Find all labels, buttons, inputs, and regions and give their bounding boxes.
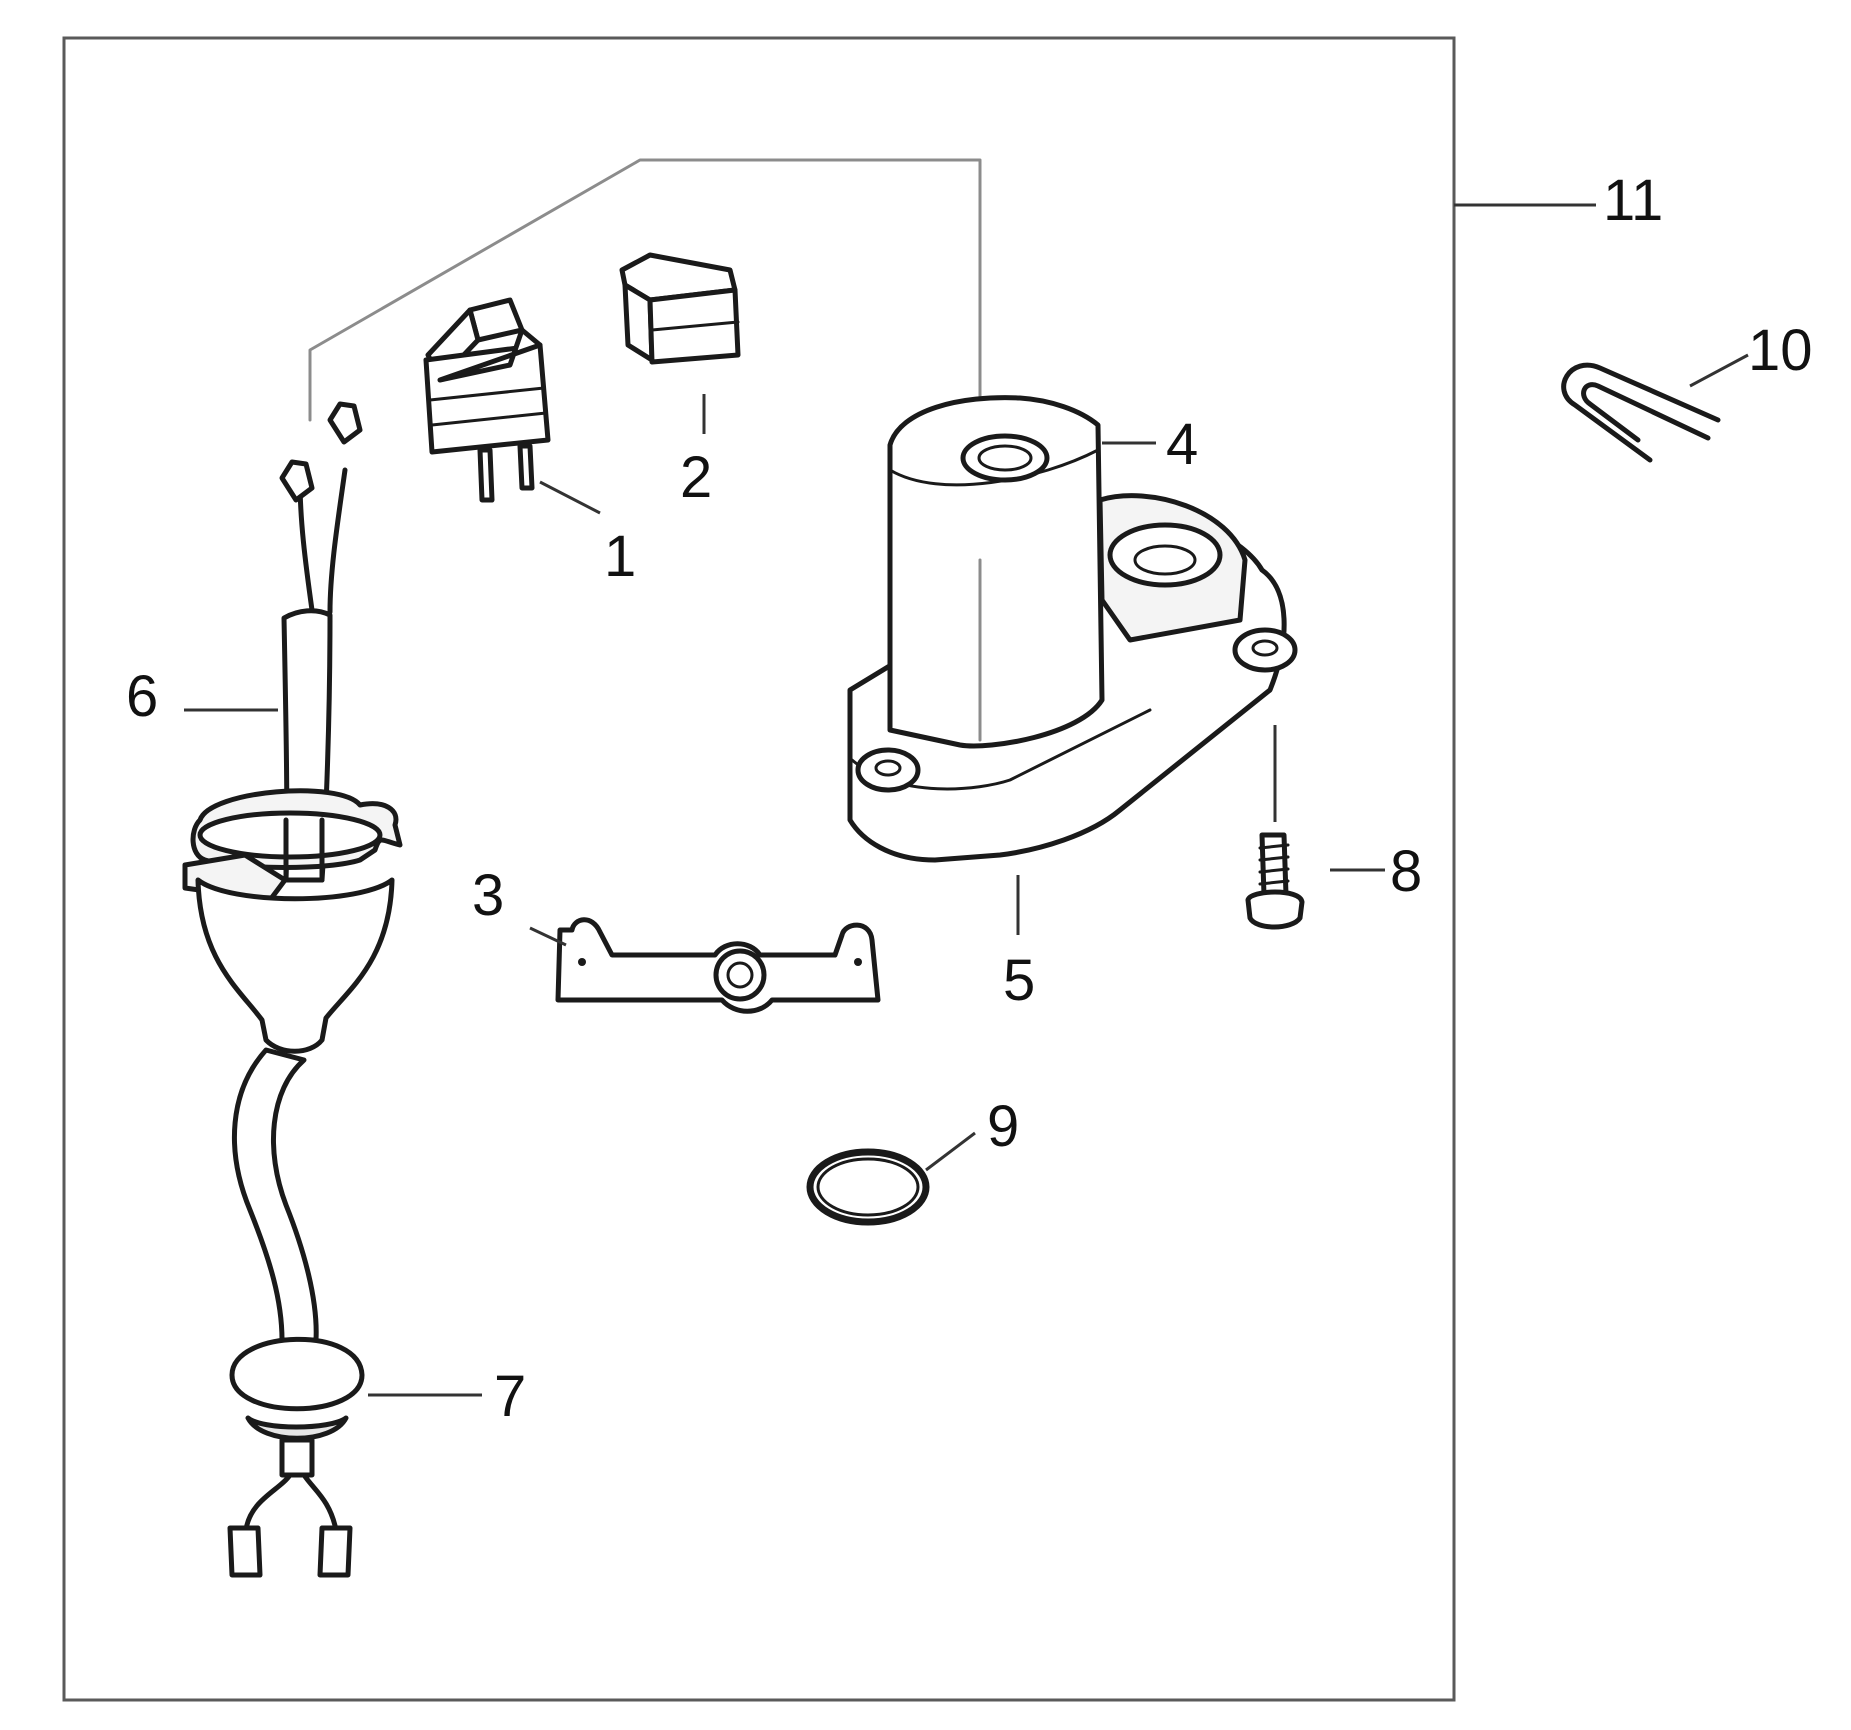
callout-6: 6 <box>126 664 158 729</box>
callout-8: 8 <box>1390 839 1422 904</box>
housing-icon <box>847 395 1298 863</box>
cable-grommet-icon <box>182 401 403 1578</box>
screw-icon <box>1245 832 1305 930</box>
callout-1: 1 <box>604 524 636 589</box>
callout-9: 9 <box>987 1094 1019 1159</box>
callout-4: 4 <box>1166 412 1198 477</box>
callout-10: 10 <box>1748 318 1813 383</box>
u-clip-icon <box>1561 362 1721 463</box>
callout-labels: 1 2 3 4 5 6 7 8 9 10 11 <box>126 168 1813 1429</box>
guide-line <box>308 158 982 422</box>
switch-cap-icon <box>619 252 741 365</box>
callout-2: 2 <box>680 445 712 510</box>
leader-lines <box>184 203 1749 1397</box>
callout-5: 5 <box>1003 948 1035 1013</box>
push-switch-icon <box>423 297 551 503</box>
callout-7: 7 <box>494 1364 526 1429</box>
callout-3: 3 <box>472 863 504 928</box>
mounting-plate-icon <box>555 917 881 1014</box>
o-ring-icon <box>806 1148 930 1226</box>
callout-11: 11 <box>1603 168 1663 233</box>
assembly-frame <box>62 36 1456 1702</box>
